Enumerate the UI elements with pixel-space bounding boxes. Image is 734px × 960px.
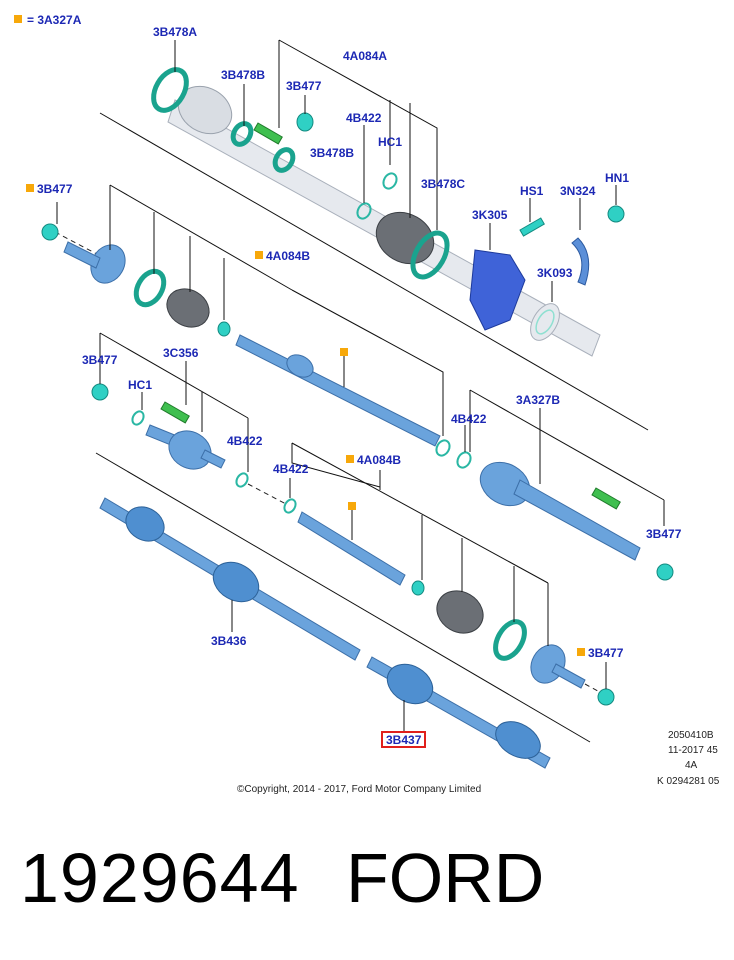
nut-3B477-top (296, 112, 314, 132)
orange-marker-icon (577, 648, 585, 656)
dark-boot-row3 (436, 590, 484, 634)
label-3K093: 3K093 (537, 266, 573, 280)
orange-marker-icon (26, 184, 34, 192)
nut-3B477-bottom (597, 688, 615, 706)
nut-3B477-right (656, 563, 674, 581)
copyright-text: ©Copyright, 2014 - 2017, Ford Motor Comp… (237, 784, 481, 795)
nut-3B477-row2 (91, 383, 109, 401)
clamp-row3 (411, 580, 425, 596)
dark-boot-top (375, 211, 435, 265)
grease-pack-row2 (160, 401, 190, 424)
clip-HC1-row2 (131, 410, 145, 426)
nut-3B477-left (41, 223, 59, 241)
outer-cv-row3 (530, 644, 566, 684)
orange-marker-icon (340, 348, 348, 356)
circlip-row2a (235, 472, 249, 488)
label-3C356: 3C356 (163, 346, 199, 360)
legend-marker-icon (14, 15, 22, 23)
label-3B477-right: 3B477 (646, 527, 682, 541)
nut-HN1 (607, 205, 625, 223)
seal-3B478B-mid (272, 147, 296, 173)
ref-code-1: 2050410B (668, 730, 714, 741)
bar-4A084B (235, 334, 441, 447)
label-3B477-top: 3B477 (286, 79, 322, 93)
inner-joint-row3 (168, 430, 212, 470)
label-3B478A: 3B478A (153, 25, 197, 39)
label-4B422-row3: 4B422 (451, 412, 487, 426)
parts-diagram: = 3A327A (14, 13, 720, 795)
label-3K305: 3K305 (472, 208, 508, 222)
dark-boot-row2 (166, 288, 210, 328)
orange-marker-icon (255, 251, 263, 259)
seal-3B478C (410, 230, 450, 280)
bearing-3K305 (469, 249, 526, 331)
seal-row3 (493, 619, 527, 661)
seal-3B478A (151, 67, 189, 113)
ref-code-4: K 0294281 05 (657, 776, 720, 787)
ref-code-3: 4A (685, 760, 698, 771)
label-HC1-row2: HC1 (128, 378, 152, 392)
orange-marker-icon (348, 502, 356, 510)
ref-code-2: 11-2017 45 (668, 745, 718, 756)
clamp-row2 (217, 321, 231, 337)
label-4A084B: 4A084B (266, 249, 310, 263)
circlip-4B422-top (356, 202, 372, 220)
circlip-row3b (456, 451, 472, 469)
label-HS1: HS1 (520, 184, 544, 198)
label-3B478B-mid: 3B478B (310, 146, 354, 160)
grease-pack-top (253, 122, 283, 145)
label-4B422-row2a: 4B422 (227, 434, 263, 448)
short-bar-row3 (297, 511, 406, 586)
label-3B477-bottom: 3B477 (588, 646, 624, 660)
separator-line-1 (99, 112, 649, 431)
label-HC1-top: HC1 (378, 135, 402, 149)
part-number: 1929644 (20, 839, 300, 917)
label-4B422-top: 4B422 (346, 111, 382, 125)
label-3B478B-top: 3B478B (221, 68, 265, 82)
highlight-box-3B437 (381, 731, 426, 748)
orange-marker-icon (346, 455, 354, 463)
brand-name: FORD (346, 839, 545, 917)
circlip-row2b (283, 498, 297, 514)
bracket-3N324 (571, 237, 590, 286)
separator-line-2 (95, 452, 591, 743)
bearing-3K093 (530, 303, 560, 341)
bottom-assembly (99, 497, 551, 769)
label-3B477-left: 3B477 (37, 182, 73, 196)
bolt-HS1 (519, 217, 545, 237)
label-4A084B-row3: 4A084B (357, 453, 401, 467)
label-3B436: 3B436 (211, 634, 247, 648)
label-3B437[interactable]: 3B437 (386, 733, 422, 747)
row2-assembly (41, 184, 444, 447)
label-3B477-row2: 3B477 (82, 353, 118, 367)
clip-HC1-top (382, 172, 398, 190)
seal-3B478B-top (230, 121, 254, 147)
legend-text: = 3A327A (27, 13, 82, 27)
label-4A084A: 4A084A (343, 49, 387, 63)
seal-row2 (133, 268, 167, 308)
label-HN1: HN1 (605, 171, 629, 185)
circlip-row3 (435, 439, 451, 457)
label-3N324: 3N324 (560, 184, 596, 198)
top-assembly (151, 39, 625, 357)
label-4B422-row2b: 4B422 (273, 462, 309, 476)
label-3A327B: 3A327B (516, 393, 560, 407)
row3-assembly (91, 332, 674, 706)
grease-pack-row3 (591, 487, 621, 510)
label-3B478C: 3B478C (421, 177, 465, 191)
